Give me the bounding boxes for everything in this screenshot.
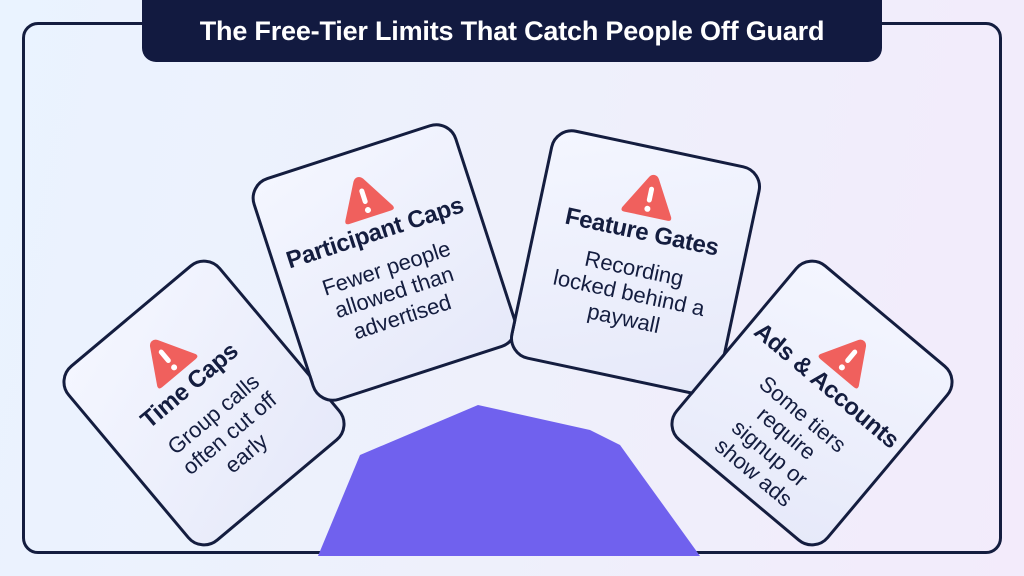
warning-icon	[818, 339, 867, 389]
card-time-caps: Time Caps Group calls often cut off earl…	[53, 250, 355, 556]
card-feature-gates: Feature Gates Recording locked behind a …	[505, 125, 766, 400]
card-ads-accounts: Ads & Accounts Some tiers require signup…	[661, 250, 963, 556]
warning-icon	[149, 339, 198, 389]
card-participant-caps: Participant Caps Fewer people allowed th…	[245, 117, 524, 408]
warning-icon	[620, 174, 671, 221]
page-title: The Free-Tier Limits That Catch People O…	[142, 0, 882, 62]
warning-icon	[344, 177, 394, 225]
